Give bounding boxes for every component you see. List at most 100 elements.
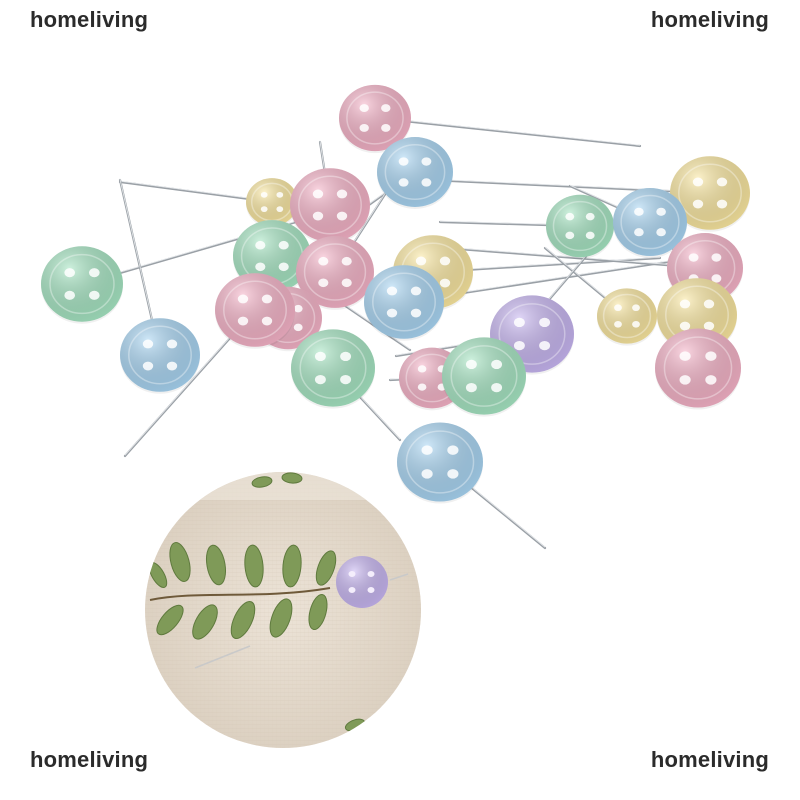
button-hole	[692, 199, 704, 209]
button-hole	[634, 228, 644, 237]
button-hole	[340, 351, 352, 362]
button-hole	[340, 374, 352, 385]
button-hole	[539, 340, 551, 351]
button-hole	[421, 445, 433, 455]
pin-needle-shine	[419, 244, 706, 268]
button-pin-head	[397, 422, 483, 504]
button-hole	[278, 262, 289, 272]
button-hole	[261, 316, 273, 326]
button-hole	[260, 206, 268, 213]
button-hole	[421, 157, 432, 166]
button-hole	[276, 206, 284, 213]
button-hole	[632, 304, 640, 312]
button-hole	[692, 177, 704, 187]
button-pin-head	[442, 337, 526, 417]
button-hole	[465, 359, 477, 370]
pin-heads	[41, 84, 750, 504]
button-hole	[703, 321, 715, 331]
button-hole	[711, 253, 722, 262]
button-hole	[341, 278, 352, 288]
button-hole	[166, 361, 178, 371]
button-hole	[237, 316, 249, 326]
button-hole	[421, 469, 433, 479]
button-hole	[142, 361, 154, 371]
button-pin-head	[670, 156, 750, 232]
button-hole	[632, 320, 640, 328]
watermark-top-left: homeliving	[30, 7, 149, 32]
pin-needle	[418, 244, 707, 270]
button-hole	[260, 191, 268, 198]
button-hole	[447, 469, 459, 479]
button-hole	[439, 256, 451, 266]
button-hole	[237, 294, 249, 304]
watermark-top-right: homeliving	[650, 7, 769, 32]
button-hole	[679, 299, 691, 309]
button-hole	[421, 178, 432, 187]
button-pins-pile	[41, 84, 750, 550]
button-hole	[318, 256, 329, 266]
button-hole	[381, 104, 391, 113]
button-hole	[491, 359, 503, 370]
button-hole	[386, 286, 398, 296]
button-pin-head	[339, 84, 411, 154]
button-hole	[386, 308, 398, 318]
pin-needle-shine	[374, 116, 641, 146]
button-hole	[417, 365, 427, 373]
button-pin-head	[215, 273, 295, 349]
button-hole	[88, 290, 100, 300]
button-pin-head	[246, 178, 298, 228]
button-hole	[318, 278, 329, 288]
button-hole	[312, 211, 324, 221]
button-hole	[293, 304, 303, 313]
button-hole	[314, 374, 326, 385]
button-hole	[614, 320, 622, 328]
button-hole	[716, 199, 728, 209]
button-hole	[465, 382, 477, 393]
button-hole	[142, 339, 154, 349]
button-hole	[711, 274, 722, 283]
button-hole	[278, 240, 289, 250]
button-hole	[447, 445, 459, 455]
button-hole	[255, 240, 266, 250]
button-hole	[679, 351, 691, 361]
button-hole	[703, 299, 715, 309]
button-hole	[336, 189, 348, 199]
inset-button-pin	[336, 556, 388, 608]
button-hole	[410, 286, 422, 296]
button-hole	[614, 304, 622, 312]
button-hole	[359, 123, 369, 132]
button-hole	[656, 207, 666, 216]
button-hole	[398, 178, 409, 187]
button-hole	[398, 157, 409, 166]
button-hole	[565, 231, 575, 240]
button-hole	[88, 268, 100, 278]
button-hole	[656, 228, 666, 237]
button-hole	[64, 268, 76, 278]
button-hole	[491, 382, 503, 393]
button-hole	[415, 256, 427, 266]
button-hole	[705, 351, 717, 361]
button-hole	[293, 323, 303, 332]
button-pin-head	[41, 246, 123, 324]
button-hole	[417, 383, 427, 391]
button-hole	[64, 290, 76, 300]
button-pin-head	[364, 265, 444, 341]
button-pin-head	[597, 288, 657, 346]
button-pin-head	[546, 194, 614, 260]
button-pin-head	[655, 328, 741, 410]
button-pin-head	[291, 329, 375, 409]
button-hole	[336, 211, 348, 221]
button-pin-head	[120, 318, 200, 394]
button-hole	[381, 123, 391, 132]
button-hole	[705, 375, 717, 385]
button-hole	[565, 212, 575, 221]
button-hole	[688, 253, 699, 262]
watermark-bottom-right: homeliving	[650, 747, 769, 772]
button-hole	[513, 340, 525, 351]
button-hole	[261, 294, 273, 304]
button-hole	[312, 189, 324, 199]
pin-needle	[373, 116, 642, 148]
fabric-detail-inset	[145, 472, 421, 748]
